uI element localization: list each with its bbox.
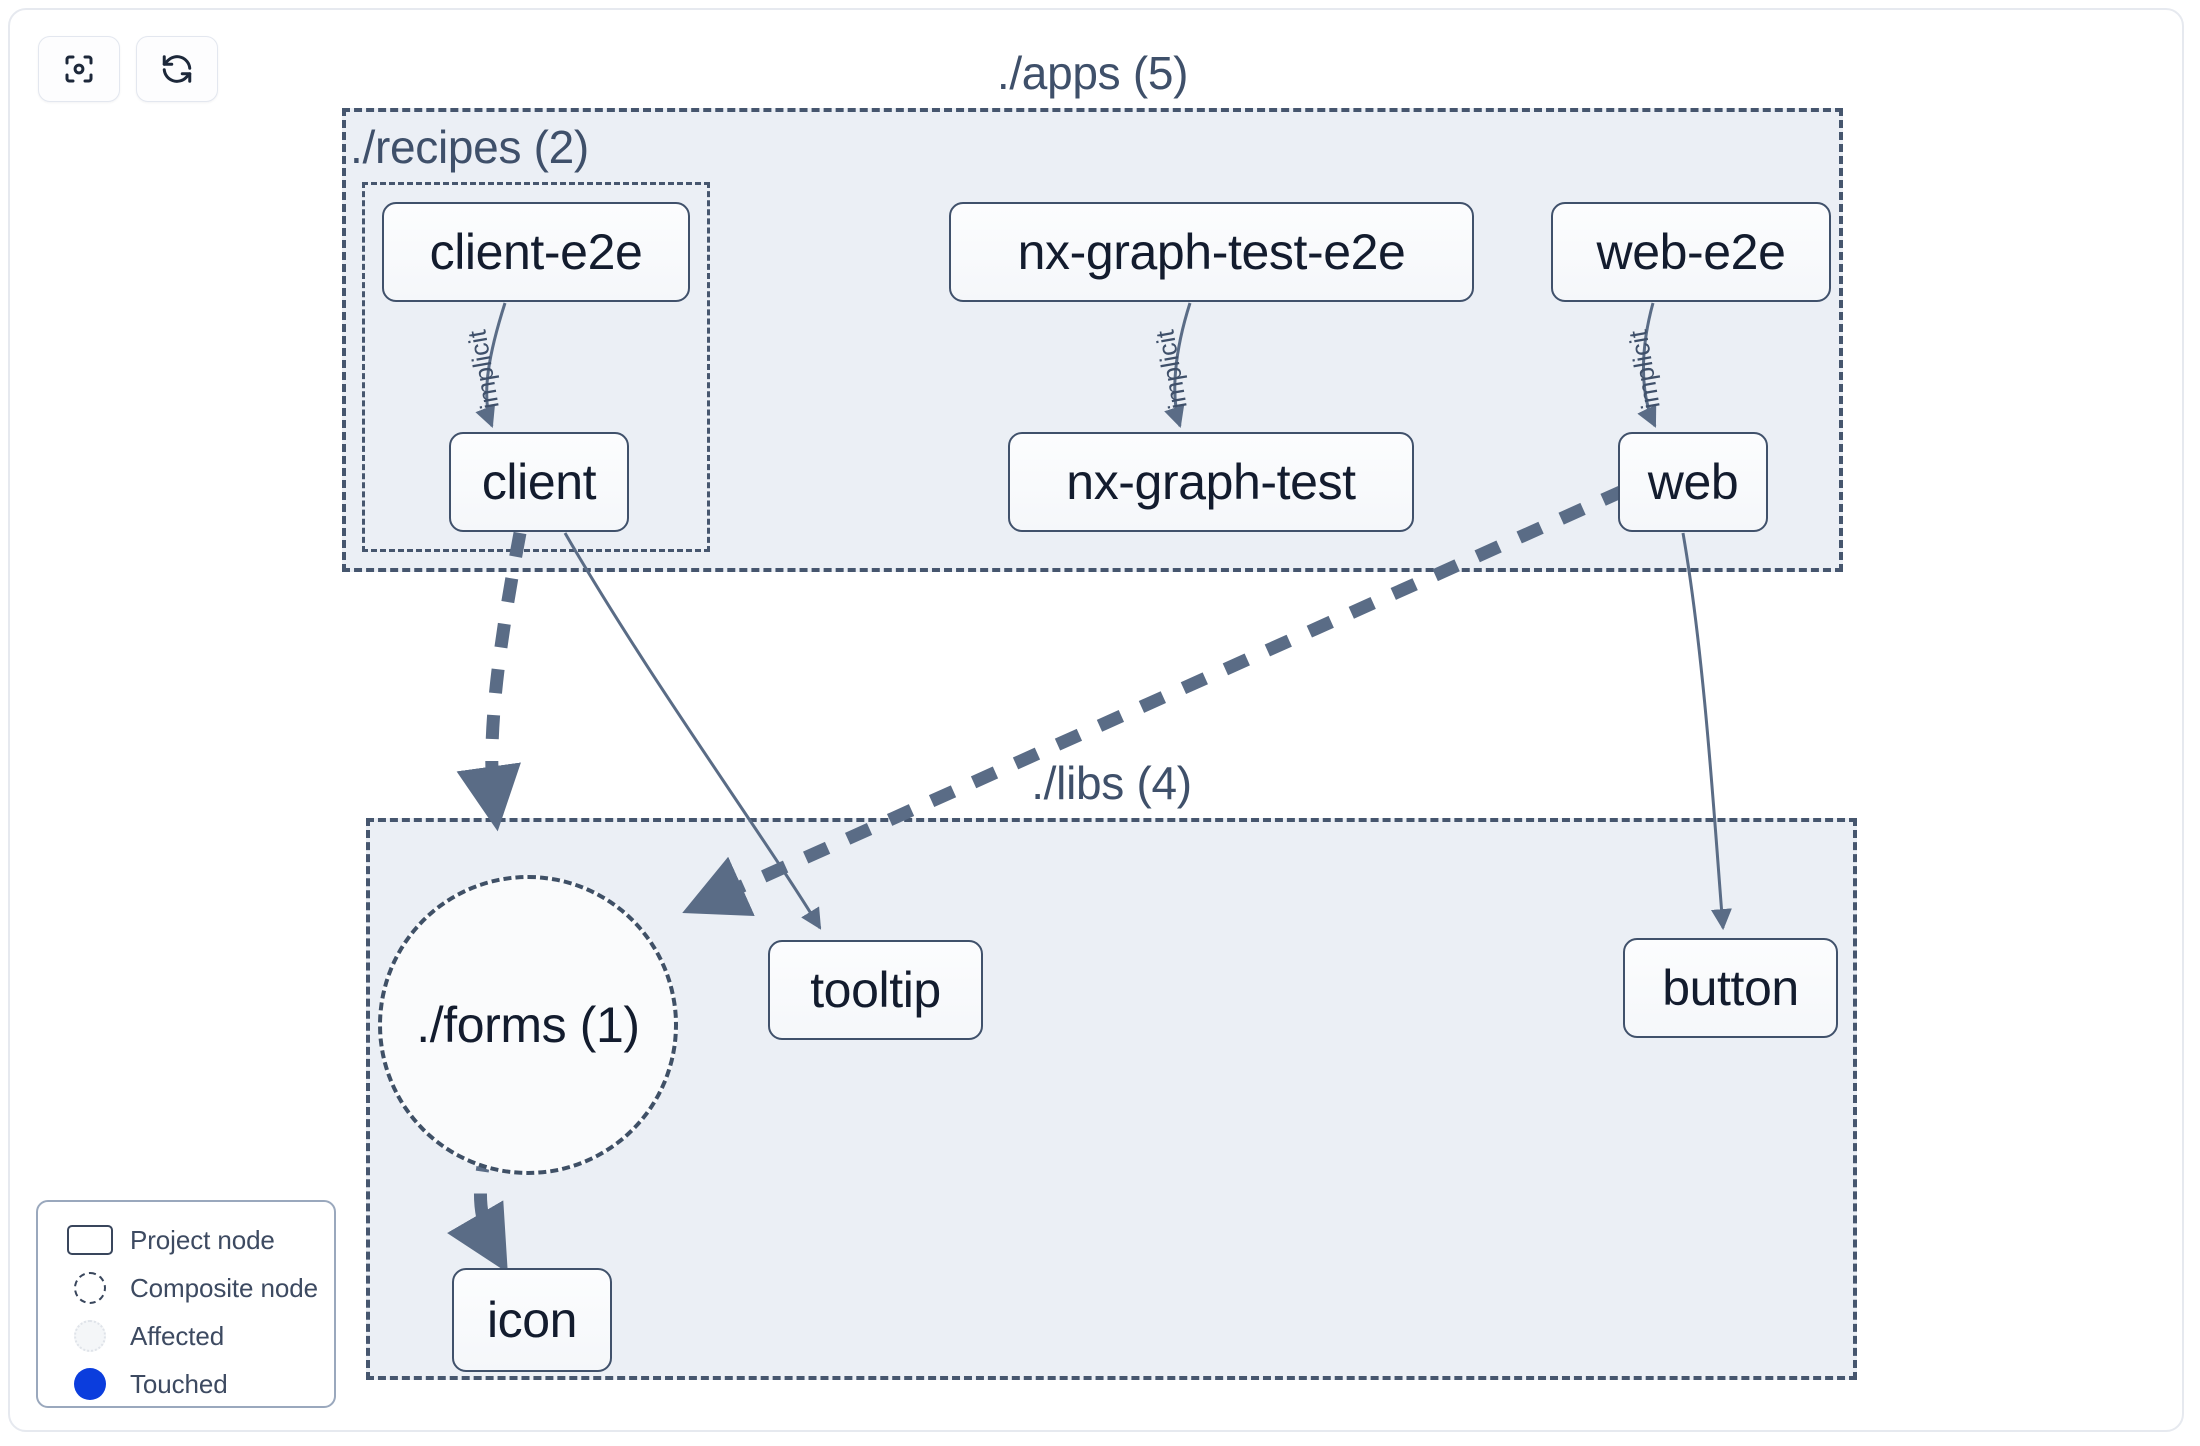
- node-button[interactable]: button: [1623, 938, 1838, 1038]
- touched-swatch-icon: [64, 1367, 116, 1401]
- legend-item-composite-node: Composite node: [38, 1264, 334, 1312]
- edge-web-to-button[interactable]: [1681, 532, 1732, 931]
- node-tooltip[interactable]: tooltip: [768, 940, 983, 1040]
- focus-graph-button[interactable]: [38, 36, 120, 102]
- edge-label-implicit-web: implicit: [1622, 327, 1665, 411]
- legend-label: Touched: [130, 1368, 228, 1399]
- edge-label-implicit-client: implicit: [461, 327, 504, 411]
- project-node-swatch-icon: [64, 1223, 116, 1257]
- edge-client-to-tooltip[interactable]: [563, 532, 822, 930]
- legend-label: Affected: [130, 1320, 225, 1351]
- node-client-e2e[interactable]: client-e2e: [382, 202, 690, 302]
- node-icon[interactable]: icon: [452, 1268, 612, 1372]
- edge-label-implicit-nx: implicit: [1149, 327, 1192, 411]
- edge-client-to-forms[interactable]: [456, 531, 527, 832]
- graph-legend: Project node Composite node Affected Tou…: [36, 1200, 336, 1408]
- edge-client-e2e-to-client[interactable]: [475, 302, 507, 428]
- node-client[interactable]: client: [449, 432, 629, 532]
- edge-nx-graph-test-e2e-to-nx-graph-test[interactable]: [1164, 302, 1192, 428]
- legend-label: Composite node: [130, 1272, 318, 1303]
- refresh-graph-button[interactable]: [136, 36, 218, 102]
- group-libs-label[interactable]: ./libs (4): [1031, 757, 1192, 809]
- legend-label: Project node: [130, 1224, 275, 1255]
- group-recipes-label[interactable]: ./recipes (2): [350, 121, 589, 173]
- node-forms-composite[interactable]: ./forms (1): [378, 875, 678, 1175]
- edge-web-to-forms[interactable]: [682, 484, 1628, 917]
- focus-target-icon: [61, 51, 97, 87]
- node-web[interactable]: web: [1618, 432, 1768, 532]
- legend-item-touched: Touched: [38, 1360, 334, 1408]
- node-nx-graph-test[interactable]: nx-graph-test: [1008, 432, 1414, 532]
- group-apps-label[interactable]: ./apps (5): [996, 47, 1189, 99]
- graph-toolbar: [38, 36, 218, 102]
- refresh-icon: [159, 51, 195, 87]
- legend-item-project-node: Project node: [38, 1216, 334, 1264]
- node-web-e2e[interactable]: web-e2e: [1551, 202, 1831, 302]
- node-nx-graph-test-e2e[interactable]: nx-graph-test-e2e: [949, 202, 1474, 302]
- composite-node-swatch-icon: [64, 1271, 116, 1305]
- affected-swatch-icon: [64, 1319, 116, 1353]
- edge-web-e2e-to-web[interactable]: [1637, 302, 1657, 428]
- legend-item-affected: Affected: [38, 1312, 334, 1360]
